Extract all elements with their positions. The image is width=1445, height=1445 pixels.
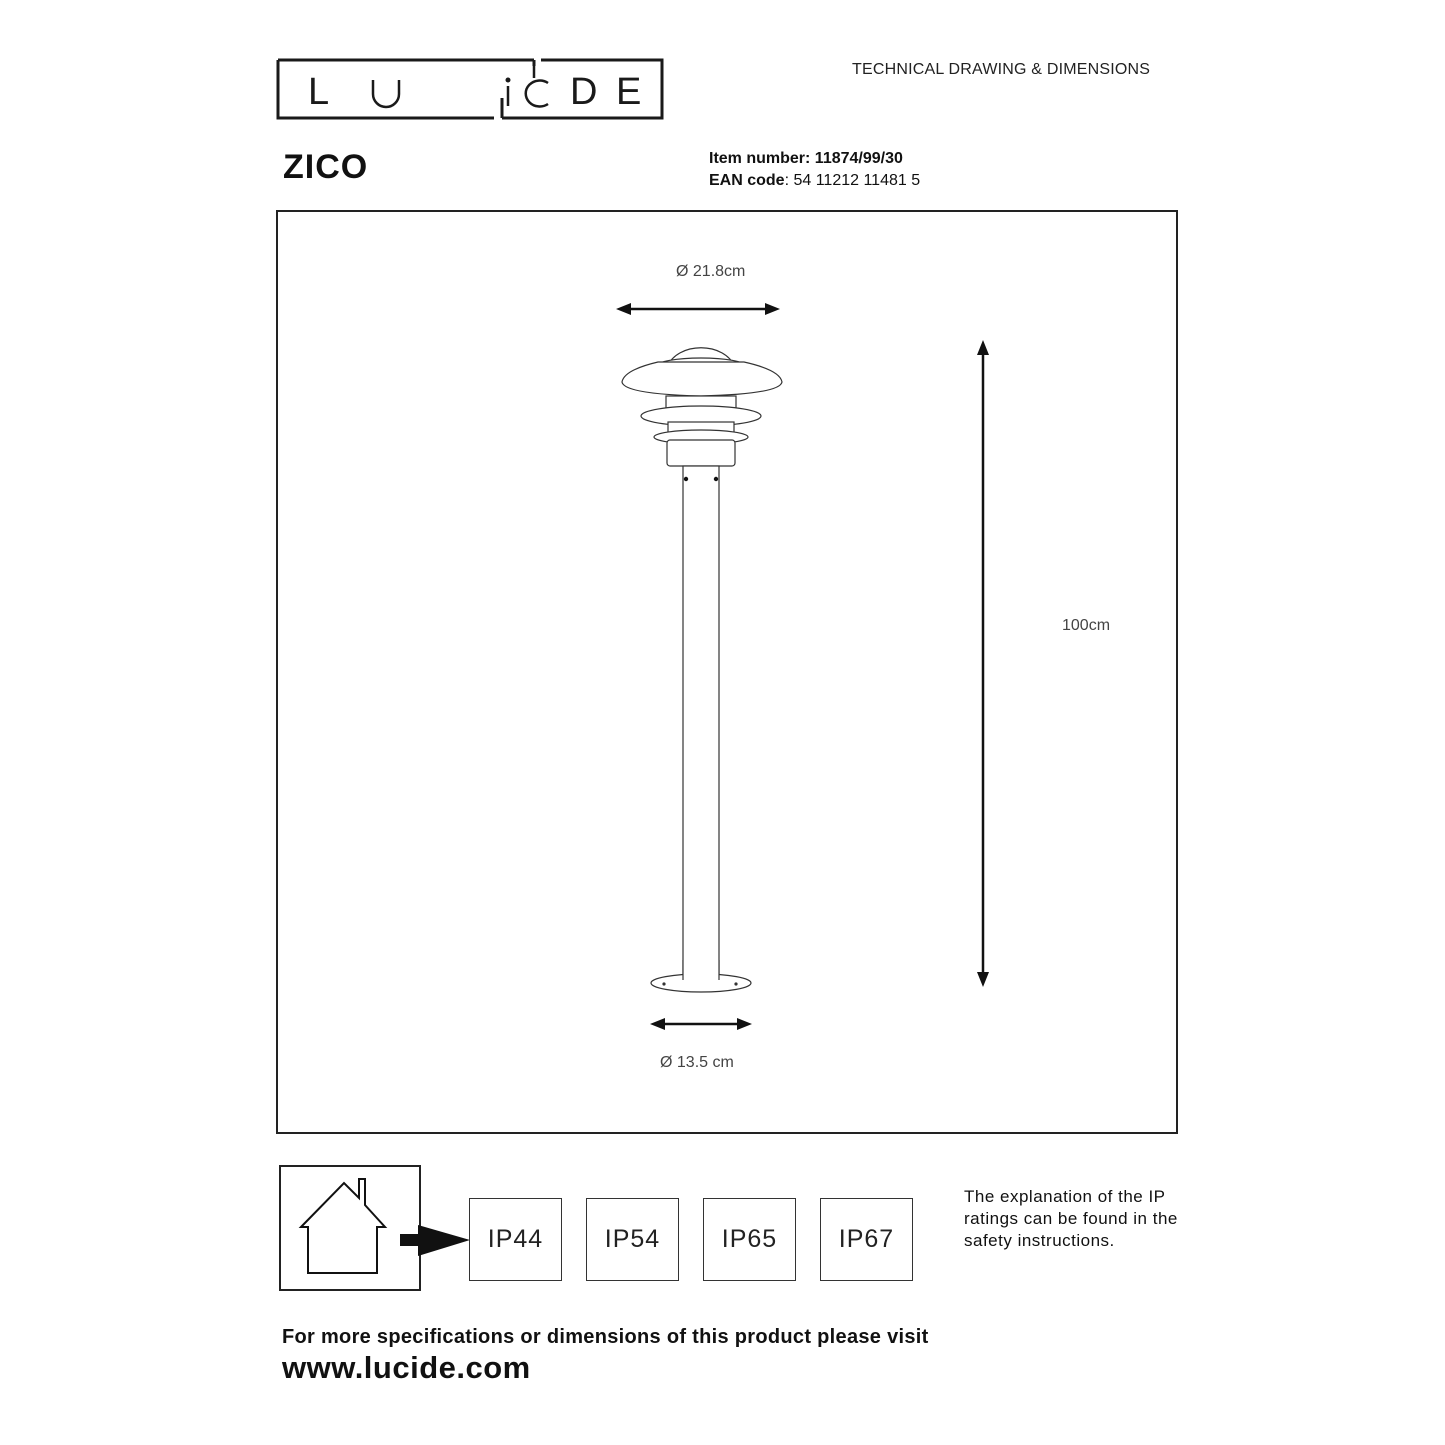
item-number-label: Item number: xyxy=(709,150,811,167)
product-name: ZICO xyxy=(283,148,369,186)
svg-text:L: L xyxy=(308,71,329,113)
base-diameter-arrow-icon xyxy=(650,1018,752,1030)
height-arrow-icon xyxy=(977,340,989,987)
base-diameter-label: Ø 13.5 cm xyxy=(660,1054,734,1071)
drawing-frame xyxy=(276,210,1178,1134)
item-number-row: Item number: 11874/99/30 xyxy=(709,148,920,170)
ip-rating-ip54: IP54 xyxy=(586,1198,679,1281)
ean-row: EAN code: 54 11212 11481 5 xyxy=(709,170,920,192)
ip-rating-ip44: IP44 xyxy=(469,1198,562,1281)
svg-text:D: D xyxy=(570,71,597,113)
document-type: TECHNICAL DRAWING & DIMENSIONS xyxy=(852,61,1151,78)
ip-ratings-note: The explanation of the IP ratings can be… xyxy=(964,1187,1178,1250)
lucide-logo: L D E xyxy=(276,58,664,120)
product-meta: Item number: 11874/99/30 EAN code: 54 11… xyxy=(709,148,920,192)
house-icon xyxy=(298,1178,388,1274)
svg-text:E: E xyxy=(616,71,641,113)
ip-rating-ip67: IP67 xyxy=(820,1198,913,1281)
footer-text: For more specifications or dimensions of… xyxy=(282,1326,929,1348)
arrow-right-icon xyxy=(400,1225,470,1256)
ip-rating-ip65: IP65 xyxy=(703,1198,796,1281)
top-diameter-arrow-icon xyxy=(616,303,780,315)
ean-label: EAN code xyxy=(709,172,785,189)
top-diameter-label: Ø 21.8cm xyxy=(676,263,746,280)
height-label: 100cm xyxy=(1062,617,1111,634)
ean-value: : 54 11212 11481 5 xyxy=(784,172,921,189)
item-number-value: 11874/99/30 xyxy=(814,150,903,167)
website-link[interactable]: www.lucide.com xyxy=(282,1350,531,1385)
